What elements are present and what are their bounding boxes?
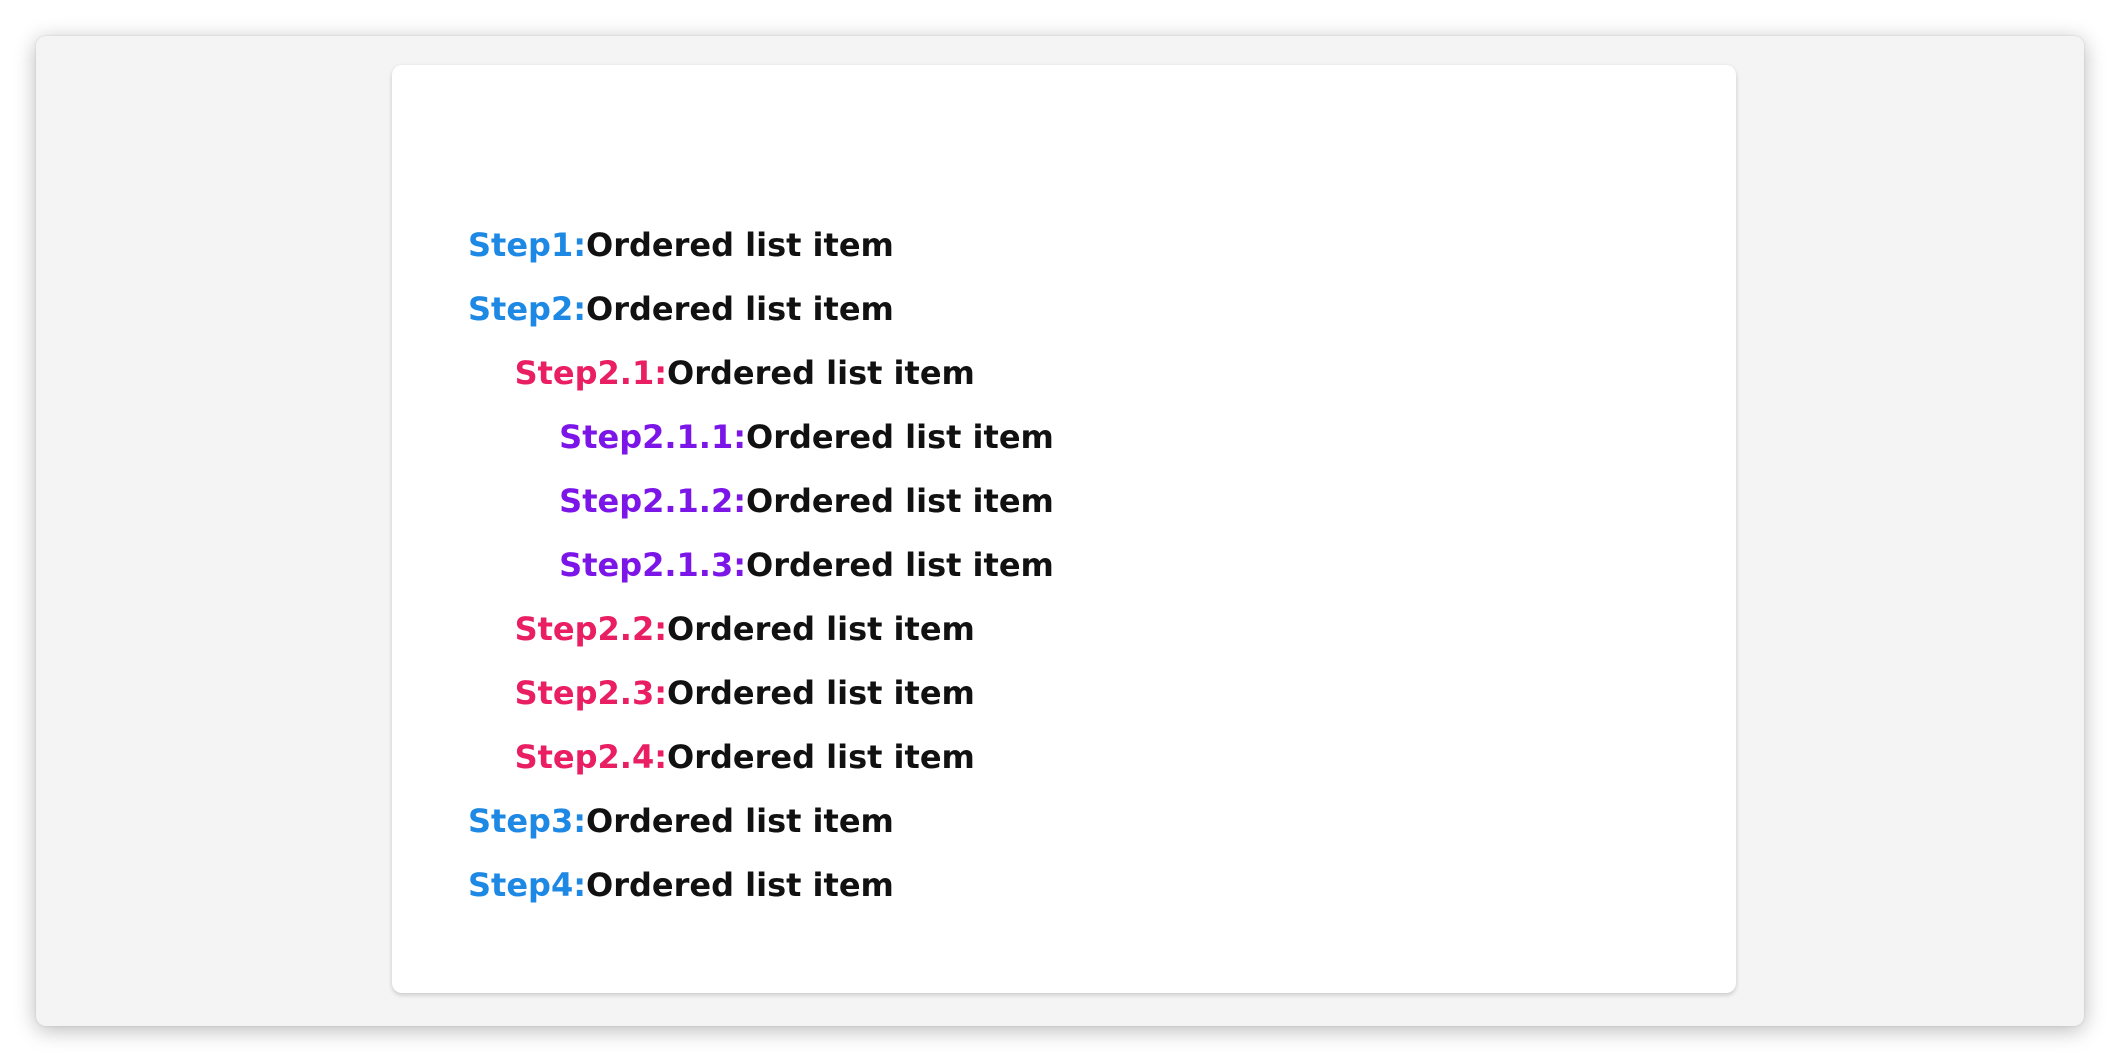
list-item-marker: Step2.2:	[514, 610, 667, 648]
list-item-text: Ordered list item	[586, 226, 894, 264]
list-item-text: Ordered list item	[586, 866, 894, 904]
list-item-marker: Step4:	[467, 866, 586, 904]
app-window: Step1: Ordered list item Step2: Ordered …	[36, 36, 2084, 1026]
list-item-text: Ordered list item	[586, 802, 894, 840]
list-item-marker: Step1:	[467, 226, 586, 264]
list-item-text: Ordered list item	[746, 418, 1054, 456]
list-item-marker: Step2:	[467, 290, 586, 328]
list-item-marker: Step2.1:	[514, 354, 667, 392]
list-item-text: Ordered list item	[667, 674, 975, 712]
list-item-text: Ordered list item	[667, 354, 975, 392]
list-item-marker: Step2.3:	[514, 674, 667, 712]
list-item-marker: Step2.1.2:	[559, 482, 746, 520]
list-item-marker: Step2.1.1:	[559, 418, 746, 456]
list-item-text: Ordered list item	[667, 610, 975, 648]
content-card: Step1: Ordered list item Step2: Ordered …	[392, 65, 1736, 993]
list-item-marker: Step2.1.3:	[559, 546, 746, 584]
list-item-text: Ordered list item	[746, 546, 1054, 584]
list-item-marker: Step2.4:	[514, 738, 667, 776]
list-item-marker: Step3:	[467, 802, 586, 840]
list-item-text: Ordered list item	[746, 482, 1054, 520]
list-item-text: Ordered list item	[667, 738, 975, 776]
list-item-text: Ordered list item	[586, 290, 894, 328]
